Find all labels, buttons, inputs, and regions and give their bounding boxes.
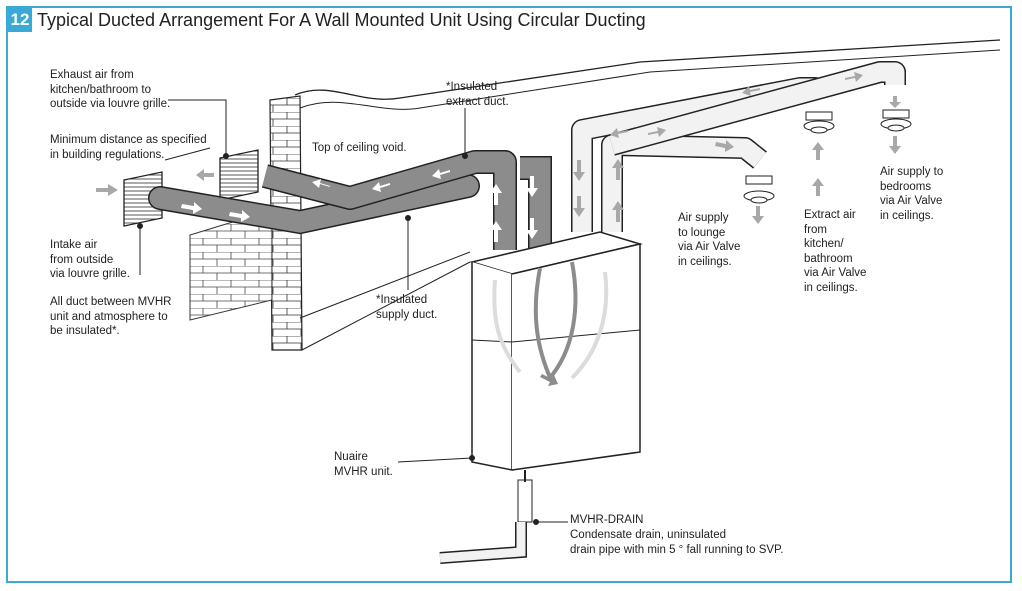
insulated-extract-duct [261, 150, 552, 250]
exhaust-louvre-grille [219, 149, 259, 201]
exhaust-air-label: Exhaust air from kitchen/bathroom to out… [50, 69, 171, 110]
brick-wall [189, 39, 1001, 351]
insulated-supply-duct [148, 174, 480, 235]
extract-air-valve [803, 111, 835, 134]
nuaire-unit-label: Nuaire MVHR unit. [334, 451, 393, 478]
intake-air-label: Intake air from outside via louvre grill… [50, 239, 130, 280]
condensate-drain [439, 470, 533, 564]
lounge-air-valve [743, 175, 775, 204]
mvhr-unit [469, 231, 643, 471]
ceiling-ducting [571, 61, 906, 232]
minimum-distance-label: Minimum distance as specified in buildin… [50, 134, 207, 161]
figure-frame [6, 6, 1012, 583]
insulated-extract-label: *Insulated extract duct. [446, 81, 509, 108]
top-of-ceiling-label: Top of ceiling void. [312, 142, 407, 154]
drain-description-label: Condensate drain, uninsulated drain pipe… [570, 529, 784, 556]
flow-arrows [96, 72, 901, 386]
air-supply-lounge-label: Air supply to lounge via Air Valve in ce… [678, 212, 741, 268]
figure-number-badge: 12 [8, 8, 32, 32]
drain-title-label: MVHR-DRAIN [570, 514, 644, 526]
air-supply-bedrooms-label: Air supply to bedrooms via Air Valve in … [880, 166, 944, 222]
all-duct-insulated-label: All duct between MVHR unit and atmospher… [50, 296, 172, 337]
extract-kitchen-label: Extract air from kitchen/ bathroom via A… [804, 209, 867, 294]
insulated-supply-label: *Insulated supply duct. [376, 294, 438, 321]
bedroom-air-valve [880, 109, 912, 132]
figure-title: Typical Ducted Arrangement For A Wall Mo… [37, 10, 646, 30]
intake-louvre-grille [123, 171, 163, 227]
leader-lines [137, 99, 568, 525]
